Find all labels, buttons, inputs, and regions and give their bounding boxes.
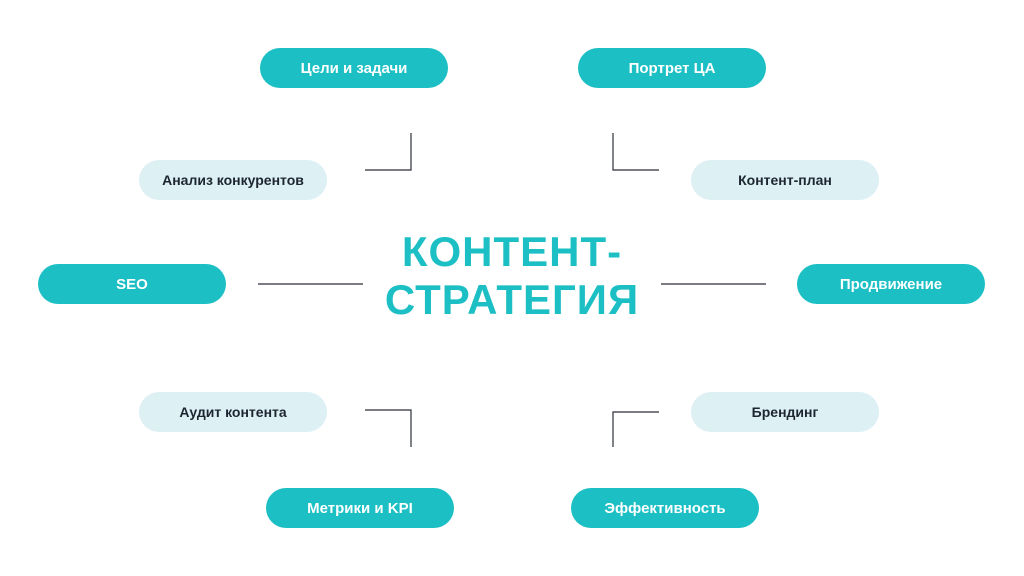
center-title: КОНТЕНТ- СТРАТЕГИЯ bbox=[362, 228, 662, 324]
node-seo: SEO bbox=[38, 264, 226, 304]
node-content-audit: Аудит контента bbox=[139, 392, 327, 432]
node-competitor-analysis: Анализ конкурентов bbox=[139, 160, 327, 200]
node-metrics-kpi-label: Метрики и KPI bbox=[307, 499, 413, 517]
node-audience-portrait-label: Портрет ЦА bbox=[628, 59, 716, 77]
connector-bottom-left bbox=[365, 409, 412, 447]
node-seo-label: SEO bbox=[116, 275, 148, 293]
node-competitor-analysis-label: Анализ конкурентов bbox=[162, 172, 304, 188]
center-title-line-2: СТРАТЕГИЯ bbox=[384, 276, 640, 323]
node-content-plan: Контент-план bbox=[691, 160, 879, 200]
node-metrics-kpi: Метрики и KPI bbox=[266, 488, 454, 528]
node-content-plan-label: Контент-план bbox=[738, 172, 832, 188]
connector-top-right bbox=[612, 133, 659, 171]
node-branding: Брендинг bbox=[691, 392, 879, 432]
node-promotion-label: Продвижение bbox=[839, 275, 943, 293]
connector-bottom-right bbox=[612, 411, 659, 447]
node-promotion: Продвижение bbox=[797, 264, 985, 304]
node-audience-portrait: Портрет ЦА bbox=[578, 48, 766, 88]
node-goals-label: Цели и задачи bbox=[300, 59, 408, 77]
node-efficiency-label: Эффективность bbox=[604, 499, 726, 517]
center-title-line-1: КОНТЕНТ- bbox=[401, 228, 623, 275]
node-content-audit-label: Аудит контента bbox=[179, 404, 287, 420]
connector-top-left bbox=[365, 133, 412, 171]
node-branding-label: Брендинг bbox=[751, 404, 819, 420]
node-goals: Цели и задачи bbox=[260, 48, 448, 88]
node-efficiency: Эффективность bbox=[571, 488, 759, 528]
